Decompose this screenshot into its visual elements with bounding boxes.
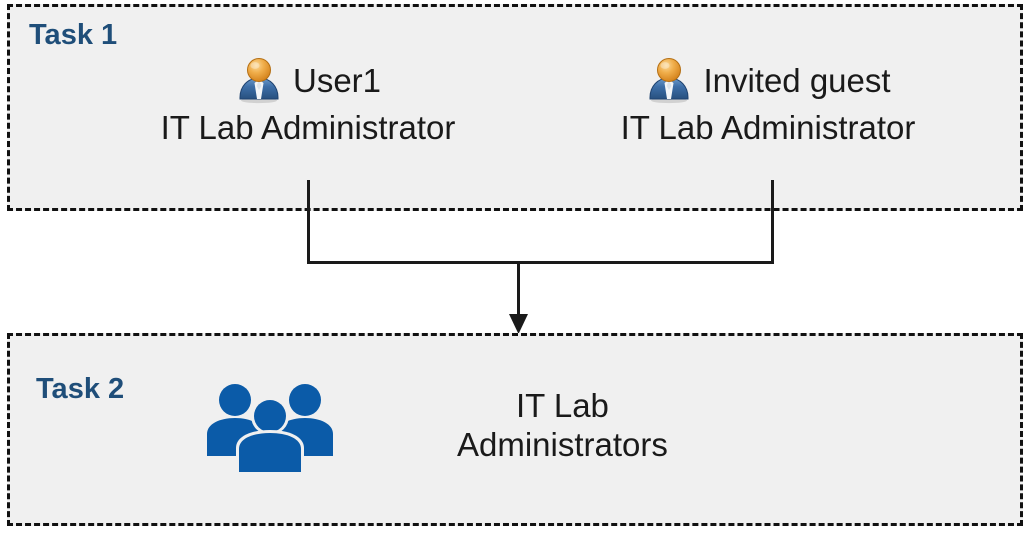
group-name-line-2: Administrators <box>457 426 668 463</box>
person-invited-guest-name: Invited guest <box>703 61 891 99</box>
person-invited-guest: Invited guest IT Lab Administrator <box>588 52 948 144</box>
person-invited-guest-role: IT Lab Administrator <box>620 109 916 146</box>
user-icon <box>649 58 689 104</box>
task-2-label: Task 2 <box>36 373 125 405</box>
arrowhead-icon <box>509 314 528 334</box>
task-2-box <box>7 333 1023 526</box>
user-icon <box>239 58 279 104</box>
person-user1-row: User1 <box>128 52 488 108</box>
person-user1-role: IT Lab Administrator <box>160 109 456 146</box>
task-1-box <box>7 4 1023 211</box>
group-of-users-icon <box>207 384 333 472</box>
person-user1: User1 IT Lab Administrator <box>128 52 488 144</box>
person-user1-name: User1 <box>292 61 382 99</box>
person-invited-guest-row: Invited guest <box>588 52 948 108</box>
group-it-lab-administrators: IT Lab Administrators <box>205 378 905 474</box>
group-name-line-1: IT Lab <box>515 387 609 425</box>
group-name: IT Lab Administrators <box>457 387 668 464</box>
task-1-label: Task 1 <box>29 19 118 51</box>
